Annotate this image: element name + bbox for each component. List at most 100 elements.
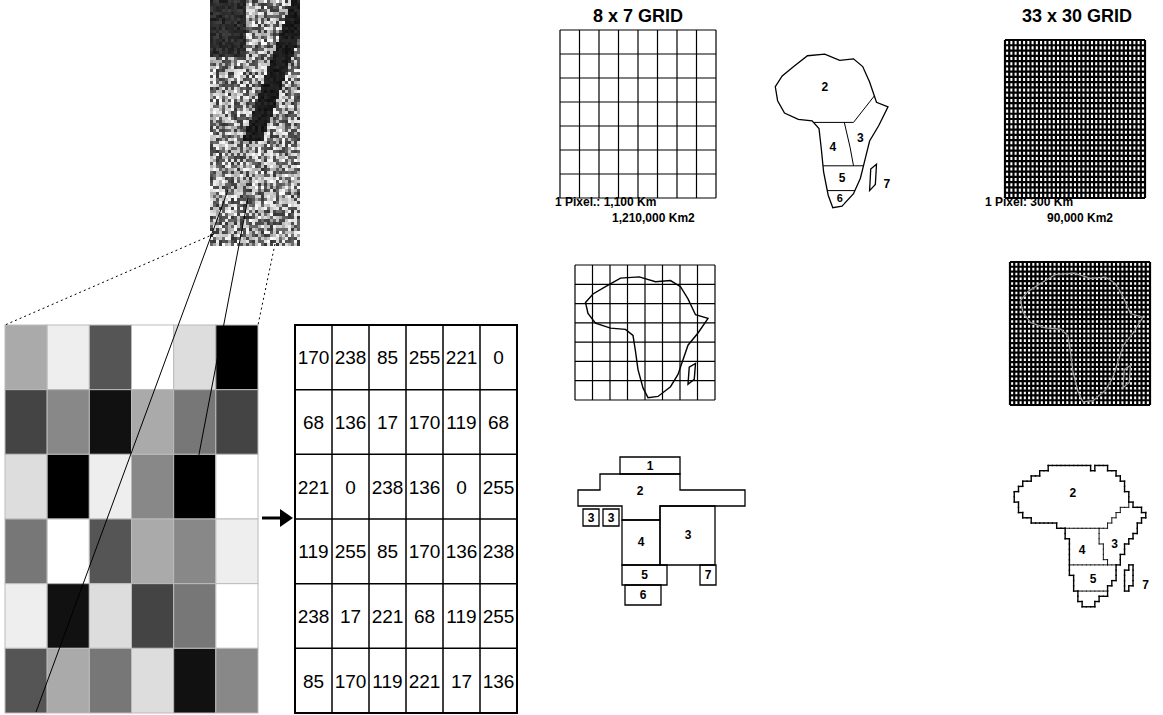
image-pixel (273, 114, 276, 117)
image-pixel (234, 48, 237, 51)
image-pixel (216, 198, 219, 201)
image-pixel (231, 18, 234, 21)
image-pixel (276, 186, 279, 189)
image-pixel (210, 69, 213, 72)
image-pixel (297, 153, 300, 156)
image-pixel (282, 15, 285, 18)
image-pixel (279, 180, 282, 183)
image-pixel (261, 135, 264, 138)
image-pixel (264, 177, 267, 180)
image-pixel (210, 57, 213, 60)
image-pixel (258, 192, 261, 195)
image-pixel (276, 150, 279, 153)
image-pixel (285, 135, 288, 138)
image-pixel (234, 0, 237, 3)
image-pixel (246, 141, 249, 144)
image-pixel (246, 180, 249, 183)
image-pixel (222, 72, 225, 75)
image-pixel (294, 36, 297, 39)
image-pixel (249, 15, 252, 18)
image-pixel (261, 138, 264, 141)
image-pixel (285, 144, 288, 147)
image-pixel (219, 57, 222, 60)
image-pixel (288, 105, 291, 108)
image-pixel (213, 9, 216, 12)
image-pixel (219, 144, 222, 147)
image-pixel (234, 90, 237, 93)
image-pixel (222, 129, 225, 132)
image-pixel (210, 60, 213, 63)
image-pixel (216, 69, 219, 72)
image-pixel (213, 30, 216, 33)
image-pixel (270, 102, 273, 105)
image-pixel (237, 84, 240, 87)
image-pixel (276, 132, 279, 135)
image-pixel (246, 66, 249, 69)
image-pixel (267, 150, 270, 153)
image-pixel (255, 72, 258, 75)
image-pixel (213, 159, 216, 162)
image-pixel (231, 165, 234, 168)
image-pixel (261, 108, 264, 111)
image-pixel (231, 135, 234, 138)
image-pixel (270, 141, 273, 144)
image-pixel (240, 54, 243, 57)
image-pixel (237, 30, 240, 33)
image-pixel (291, 183, 294, 186)
image-pixel (216, 72, 219, 75)
image-pixel (297, 54, 300, 57)
image-pixel (294, 27, 297, 30)
image-pixel (282, 75, 285, 78)
image-pixel (282, 174, 285, 177)
image-pixel (297, 48, 300, 51)
image-pixel (252, 159, 255, 162)
image-pixel (228, 195, 231, 198)
image-pixel (252, 42, 255, 45)
image-pixel (234, 84, 237, 87)
image-pixel (231, 6, 234, 9)
image-pixel (291, 105, 294, 108)
image-pixel (261, 12, 264, 15)
image-pixel (216, 144, 219, 147)
image-pixel (216, 42, 219, 45)
image-pixel (288, 99, 291, 102)
image-pixel (231, 78, 234, 81)
image-pixel (297, 111, 300, 114)
image-pixel (246, 162, 249, 165)
image-pixel (240, 135, 243, 138)
image-pixel (291, 186, 294, 189)
image-pixel (297, 69, 300, 72)
image-pixel (231, 198, 234, 201)
image-pixel (216, 162, 219, 165)
image-pixel (216, 105, 219, 108)
image-pixel (291, 30, 294, 33)
image-pixel (276, 6, 279, 9)
image-pixel (243, 54, 246, 57)
image-pixel (276, 192, 279, 195)
image-pixel (231, 183, 234, 186)
image-pixel (234, 99, 237, 102)
image-pixel (294, 42, 297, 45)
image-pixel (282, 171, 285, 174)
image-pixel (225, 12, 228, 15)
image-pixel (294, 30, 297, 33)
image-pixel (285, 81, 288, 84)
image-pixel (213, 114, 216, 117)
image-pixel (291, 99, 294, 102)
image-pixel (210, 51, 213, 54)
image-pixel (294, 69, 297, 72)
image-pixel (246, 18, 249, 21)
image-pixel (210, 99, 213, 102)
image-pixel (258, 132, 261, 135)
image-pixel (219, 117, 222, 120)
image-pixel (252, 189, 255, 192)
image-pixel (231, 99, 234, 102)
image-pixel (234, 198, 237, 201)
image-pixel (297, 78, 300, 81)
image-pixel (261, 57, 264, 60)
image-pixel (243, 117, 246, 120)
image-pixel (267, 162, 270, 165)
image-pixel (273, 90, 276, 93)
image-pixel (297, 168, 300, 171)
image-pixel (246, 138, 249, 141)
